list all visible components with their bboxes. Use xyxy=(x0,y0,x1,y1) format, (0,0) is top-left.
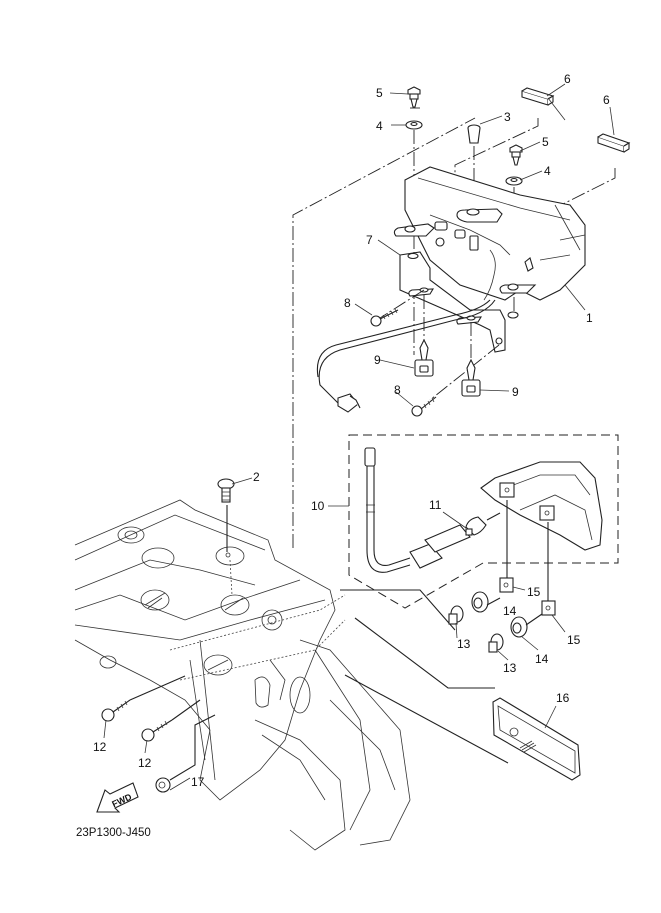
callout-4b: 4 xyxy=(544,164,551,178)
washer-part-4a xyxy=(405,120,423,130)
taillight-unit-part-1 xyxy=(393,166,586,301)
clip-part-9b xyxy=(461,358,481,397)
screw-part-8b xyxy=(411,396,437,417)
collar-part-13a xyxy=(448,605,464,625)
bolt-part-12b xyxy=(141,719,173,742)
bolt-part-5a xyxy=(407,86,421,108)
damper-part-6a xyxy=(521,87,555,106)
callout-7: 7 xyxy=(366,233,373,247)
callout-13b: 13 xyxy=(503,661,517,675)
callout-6a: 6 xyxy=(564,72,571,86)
clip-part-9a xyxy=(414,338,434,377)
bulb-part-11 xyxy=(465,516,487,536)
screw-part-8a xyxy=(370,308,399,327)
callout-1: 1 xyxy=(586,311,593,325)
callout-15a: 15 xyxy=(527,585,541,599)
callout-8a: 8 xyxy=(344,296,351,310)
callout-5b: 5 xyxy=(542,135,549,149)
callout-13a: 13 xyxy=(457,637,471,651)
callout-2: 2 xyxy=(253,470,260,484)
callout-8b: 8 xyxy=(394,383,401,397)
bolt-part-12a xyxy=(101,699,131,722)
callout-12a: 12 xyxy=(93,740,107,754)
callout-labels: 1 2 3 4 4 5 5 6 6 7 8 8 9 9 10 11 12 12 … xyxy=(93,72,610,789)
callout-6b: 6 xyxy=(603,93,610,107)
grommet-part-14a xyxy=(471,591,489,613)
nut-part-17 xyxy=(155,777,171,793)
callout-11: 11 xyxy=(429,498,442,512)
bolt-part-5b xyxy=(509,144,523,166)
callout-4a: 4 xyxy=(376,119,383,133)
nut-part-15a xyxy=(499,577,514,593)
callout-14a: 14 xyxy=(503,604,517,618)
callout-15b: 15 xyxy=(567,633,581,647)
reflector-part-16 xyxy=(492,697,581,781)
damper-part-6b xyxy=(597,133,631,153)
rear-fender-body xyxy=(74,499,411,851)
callout-3: 3 xyxy=(504,110,511,124)
callout-17: 17 xyxy=(191,775,205,789)
forward-direction-arrow: FWD xyxy=(96,782,139,813)
callout-16: 16 xyxy=(556,691,570,705)
harness-cable xyxy=(316,299,496,413)
callout-leaders xyxy=(103,83,615,791)
assembly-boundary-part-10 xyxy=(348,434,619,609)
collar-part-3 xyxy=(467,124,481,144)
collar-part-13b xyxy=(488,633,504,653)
callout-9a: 9 xyxy=(374,353,381,367)
screw-part-2 xyxy=(217,478,235,503)
washer-part-4b xyxy=(505,176,523,186)
callout-10: 10 xyxy=(311,499,325,513)
drawing-code: 23P1300-J450 xyxy=(76,827,151,839)
nut-part-15b xyxy=(541,600,556,616)
callout-9b: 9 xyxy=(512,385,519,399)
callout-14b: 14 xyxy=(535,652,549,666)
grommet-part-14b xyxy=(510,616,528,638)
license-light-assembly-part-10 xyxy=(364,447,603,573)
callout-12b: 12 xyxy=(138,756,152,770)
callout-5a: 5 xyxy=(376,86,383,100)
